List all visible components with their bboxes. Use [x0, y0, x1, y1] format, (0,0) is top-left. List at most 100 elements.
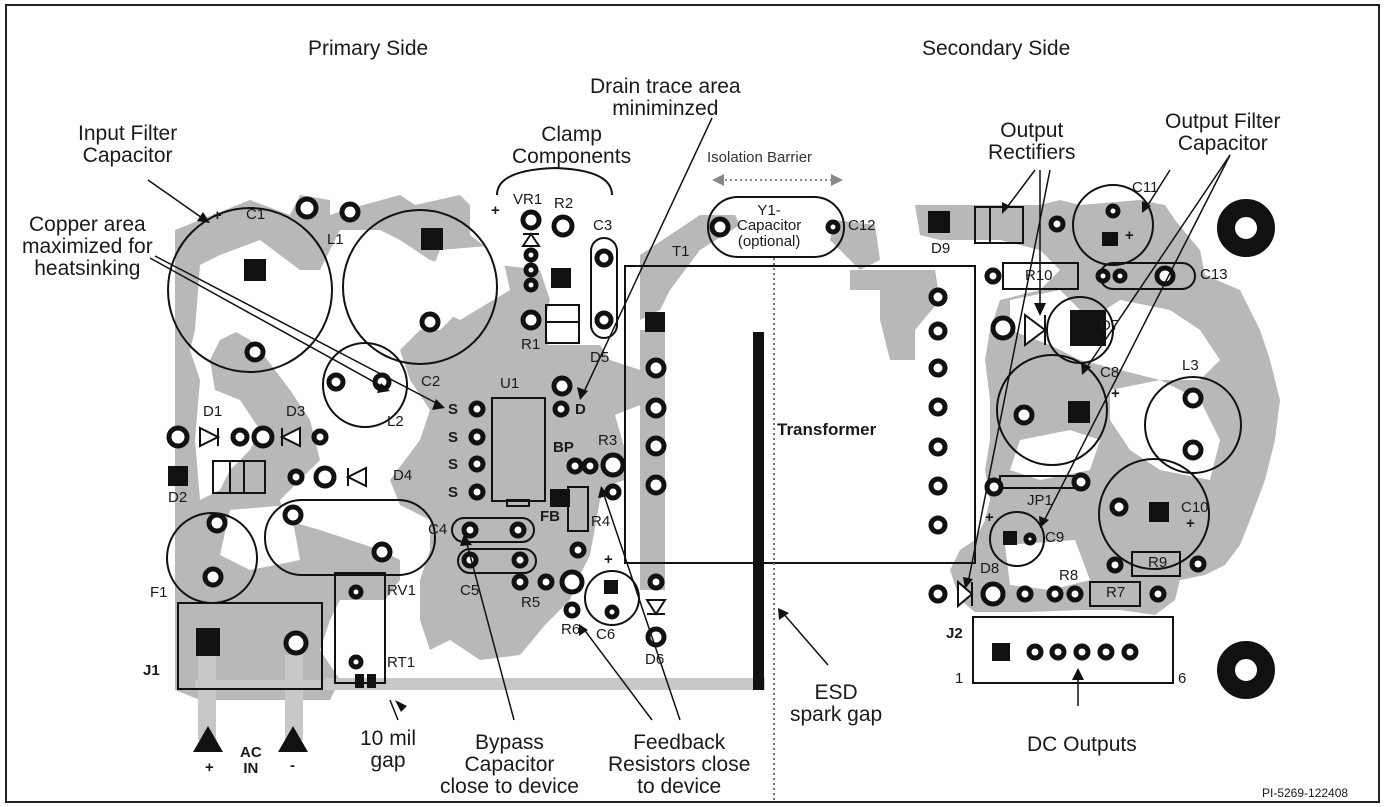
pin-fb: FB — [540, 508, 560, 525]
ref-r6: R6 — [561, 621, 581, 638]
ref-r9: R9 — [1148, 554, 1168, 571]
ref-rv1: RV1 — [387, 582, 416, 599]
ref-d6: D6 — [645, 651, 665, 668]
copper-area — [175, 195, 1280, 700]
ref-jp1: JP1 — [1027, 492, 1053, 509]
y1-capacitor-label: Y1-Capacitor(optional) — [737, 202, 802, 250]
leader-lines — [147, 117, 1231, 721]
ref-j1: J1 — [143, 662, 160, 679]
j2-pin6: 6 — [1178, 670, 1187, 687]
l2-outline — [322, 342, 408, 428]
diagram-frame — [5, 4, 1380, 803]
part-number: PI-5269-122408 — [1262, 786, 1349, 800]
ref-c3: C3 — [593, 217, 613, 234]
ref-d7: D7 — [1100, 317, 1120, 334]
c8-outline — [996, 354, 1108, 466]
dc-outputs-callout: DC Outputs — [1027, 733, 1137, 756]
c2-plus: + — [491, 202, 500, 219]
ref-rt1: RT1 — [387, 654, 416, 671]
ref-c8: C8 — [1100, 364, 1120, 381]
ref-c6: C6 — [596, 626, 616, 643]
ref-d1: D1 — [203, 403, 223, 420]
pin-d: D — [575, 401, 586, 418]
ref-r3: R3 — [598, 432, 618, 449]
r9-outline — [1131, 551, 1181, 577]
ac-minus-label: - — [290, 757, 295, 774]
ref-c1: C1 — [246, 206, 266, 223]
ref-d5: D5 — [590, 349, 610, 366]
r7-outline — [1089, 581, 1141, 607]
c11-outline — [1072, 184, 1154, 266]
ref-r1: R1 — [521, 336, 541, 353]
ref-c13: C13 — [1200, 266, 1228, 283]
square-pads — [168, 211, 1169, 688]
c10-outline — [1098, 458, 1210, 570]
isolation-barrier-label: Isolation Barrier — [707, 149, 813, 166]
ref-r8: R8 — [1059, 567, 1079, 584]
c1-plus: + — [213, 207, 222, 224]
ref-u1: U1 — [500, 375, 520, 392]
ref-d3: D3 — [286, 403, 306, 420]
ref-f1: F1 — [150, 584, 168, 601]
pin-s-2: S — [448, 429, 459, 446]
ref-r7: R7 — [1106, 584, 1126, 601]
ref-r5: R5 — [521, 594, 541, 611]
c6-plus: + — [604, 551, 613, 568]
ref-d2: D2 — [168, 489, 188, 506]
c9-outline — [989, 511, 1045, 567]
c5-outline — [457, 548, 537, 574]
round-pads — [166, 196, 1207, 670]
c3-outline — [590, 237, 618, 339]
l3-outline — [1144, 376, 1242, 474]
ref-l2: L2 — [387, 413, 404, 430]
leader-arrowheads — [197, 201, 1151, 712]
ref-c9: C9 — [1045, 529, 1065, 546]
ref-l3: L3 — [1182, 357, 1199, 374]
component-outlines — [166, 184, 1242, 690]
ref-c5: C5 — [460, 582, 480, 599]
pin-s-3: S — [448, 456, 459, 473]
c11-plus: + — [1125, 227, 1134, 244]
c10-plus: + — [1186, 515, 1195, 532]
ref-c11: C11 — [1132, 179, 1159, 196]
c8-plus: + — [1111, 385, 1120, 402]
ref-l1: L1 — [327, 231, 344, 248]
ref-d8: D8 — [980, 560, 1000, 577]
mounting-holes — [1217, 199, 1275, 699]
pin-bp: BP — [553, 439, 574, 456]
ref-r10: R10 — [1025, 267, 1053, 284]
transformer-traces — [640, 215, 940, 590]
c9-plus: + — [985, 509, 994, 526]
j2-outline — [972, 616, 1174, 684]
j2-pin1: 1 — [955, 670, 964, 687]
esd-spark-gap-bar — [753, 332, 764, 690]
ref-c12: C12 — [848, 217, 876, 234]
pin-s-1: S — [448, 401, 459, 418]
transformer-label: Transformer — [777, 420, 877, 439]
j1-outline — [177, 602, 323, 690]
secondary-side-title: Secondary Side — [922, 37, 1071, 60]
ref-c10: C10 — [1181, 499, 1209, 516]
primary-side-title: Primary Side — [308, 37, 429, 60]
c4-outline — [451, 517, 535, 543]
ref-j2: J2 — [946, 625, 963, 642]
clamp-bracket — [496, 166, 613, 196]
ac-plus-label: + — [205, 759, 214, 776]
r1-outline — [545, 304, 580, 344]
c2-outline — [342, 209, 498, 365]
ref-d9: D9 — [931, 240, 951, 257]
ref-r2: R2 — [554, 195, 574, 212]
ref-r4: R4 — [591, 513, 611, 530]
